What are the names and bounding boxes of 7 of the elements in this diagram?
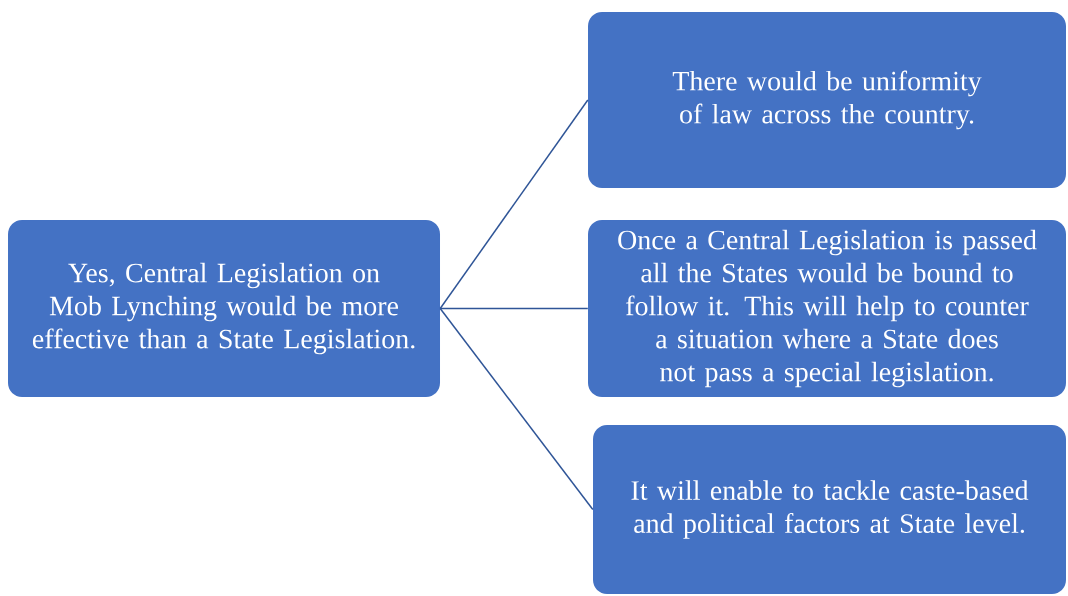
connector-line [439,307,589,310]
connector-line [439,99,589,310]
connector-line [439,307,594,511]
text-box: Yes, Central Legislation on Mob Lynching would be more effective than a State Legislation. [8,220,440,397]
text-box: There would be uniformity of law across the country. [588,12,1066,188]
text-box: Once a Central Legislation is passed all the States would be bound to follow it. This will help to counter a situation where a State does not pass a special legislation. [588,220,1066,397]
text-box: It will enable to tackle caste-based and political factors at State level. [593,425,1066,594]
